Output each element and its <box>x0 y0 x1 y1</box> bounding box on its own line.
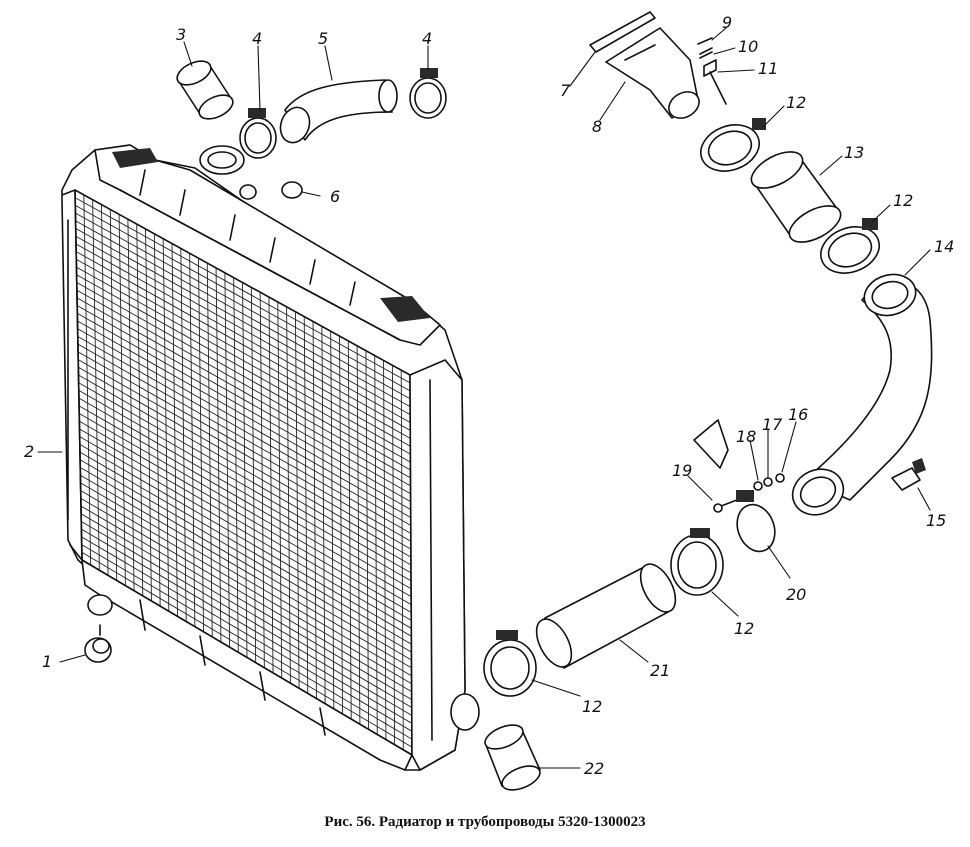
radiator-core-grid <box>75 194 412 750</box>
part-4-clamp-right <box>409 68 447 119</box>
part-5-bent-hose <box>279 79 398 144</box>
part-7-gasket <box>589 11 656 53</box>
part-12-clamp-upper <box>700 118 766 172</box>
callout-4-right: 4 <box>422 29 432 48</box>
callout-14: 14 <box>934 237 954 256</box>
callout-17: 17 <box>762 415 783 434</box>
callout-12-lower-right: 12 <box>734 619 754 638</box>
callout-5: 5 <box>318 29 328 48</box>
callout-4-left: 4 <box>252 29 262 48</box>
callout-15: 15 <box>926 511 946 530</box>
callout-13: 13 <box>844 143 864 162</box>
radiator <box>61 144 480 771</box>
figure-caption: Рис. 56. Радиатор и трубопроводы 5320-13… <box>324 814 646 830</box>
callout-3: 3 <box>176 25 186 44</box>
callout-2: 2 <box>24 442 34 461</box>
callout-22: 22 <box>584 759 604 778</box>
callout-8: 8 <box>592 117 602 136</box>
part-14-curved-pipe <box>791 273 933 516</box>
callout-20: 20 <box>786 585 806 604</box>
part-12-clamp-mid <box>820 218 880 274</box>
callout-11: 11 <box>758 59 778 78</box>
part-21-lower-hose <box>535 563 677 669</box>
callout-21: 21 <box>650 661 670 680</box>
part-15-drain-valve <box>891 458 926 491</box>
callout-18: 18 <box>736 427 756 446</box>
part-6-plug <box>239 181 303 200</box>
diagram-canvas: 1 2 3 4 5 4 6 7 8 9 10 11 12 13 12 14 15… <box>24 11 954 791</box>
part-9-10-11-bolt-set <box>697 37 727 105</box>
callout-1: 1 <box>42 652 52 671</box>
part-20-bracket-clamp <box>736 490 776 553</box>
callout-7: 7 <box>560 81 571 100</box>
callout-9: 9 <box>722 13 732 32</box>
callout-16: 16 <box>788 405 808 424</box>
callout-10: 10 <box>738 37 758 56</box>
part-12-clamp-lower-left <box>483 630 537 697</box>
part-1-drain-cap <box>84 624 112 663</box>
part-8-pipe-elbow <box>605 27 700 119</box>
callout-12-lower-left: 12 <box>582 697 602 716</box>
part-12-clamp-lower-right <box>670 528 724 596</box>
part-22-sleeve <box>484 724 541 791</box>
leader-lines <box>37 27 931 769</box>
callout-12-upper: 12 <box>786 93 806 112</box>
callout-19: 19 <box>672 461 692 480</box>
part-4-clamp-left <box>239 108 277 159</box>
callout-6: 6 <box>330 187 340 206</box>
callout-12-mid: 12 <box>893 191 913 210</box>
part-13-straight-hose <box>750 151 842 243</box>
part-16-17-18-hardware <box>693 419 785 491</box>
part-3-sleeve <box>176 60 234 120</box>
